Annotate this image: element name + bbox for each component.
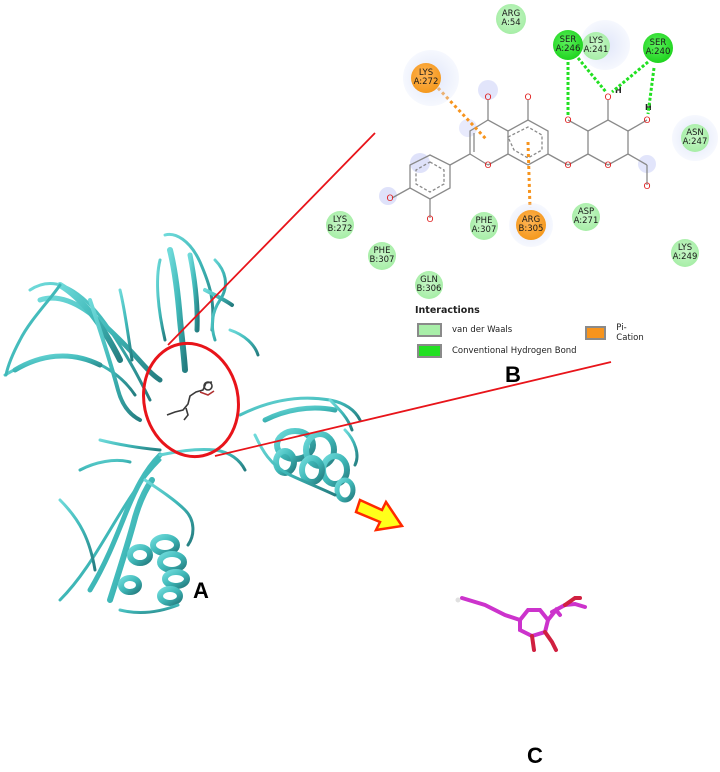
residue-arg-b305: ARG B:305 [516,210,546,240]
oxygen-atom: O [564,116,571,126]
panel-label-a: A [193,578,209,603]
ligand-stick-model-panel-a [166,381,215,421]
hydrogen-atom: H [615,86,622,95]
legend-item-van-der-waals: van der Waals [417,323,512,337]
binding-site-highlight-circle [142,341,240,459]
hydrogen-atom: H [645,103,652,112]
legend-swatch [585,326,607,340]
legend-item-pi-cation: Pi-Cation [585,323,647,343]
residue-ser-a246: SER A:246 [553,30,583,60]
residue-lys-b272: LYS B:272 [326,211,354,239]
residue-asp-a271: ASP A:271 [572,203,600,231]
residue-lys-a249: LYS A:249 [671,239,699,267]
legend-title: Interactions [415,305,480,316]
oxygen-atom: O [386,194,393,204]
interactions-legend: Interactions van der Waals Pi-Cation Con… [415,305,645,358]
legend-item-hydrogen-bond: Conventional Hydrogen Bond [417,344,577,358]
oxygen-atom: O [604,93,611,103]
connector-line-bottom [214,361,612,457]
oxygen-atom: O [484,161,491,171]
oxygen-atom: O [564,161,571,171]
ligand-2d-structure: O O O O O O O O O O O H H [379,57,656,225]
molecular-surface [350,500,720,760]
residue-ser-a240: SER A:240 [643,33,673,63]
connector-line-top [167,132,376,346]
panel-label-b: B [505,362,521,387]
residue-arg-a54: ARG A:54 [496,4,526,34]
residue-gln-b306: GLN B:306 [415,271,443,299]
hydrogen-bond-lines [566,57,656,115]
legend-swatch [417,323,442,337]
protein-ribbon [3,232,362,614]
residue-phe-b307: PHE B:307 [368,242,396,270]
legend-swatch [417,344,442,358]
oxygen-atom: O [643,182,650,192]
residue-lys-a241: LYS A:241 [582,32,610,60]
residue-lys-a272: LYS A:272 [411,63,441,93]
ligand-hydrogen-terminal [455,597,461,603]
residue-phe-a307: PHE A:307 [470,212,498,240]
residue-asn-a247: ASN A:247 [681,124,709,152]
ligand-stick-model-panel-c [460,596,587,652]
panel-label-c: C [527,743,543,768]
oxygen-atom: O [604,161,611,171]
oxygen-atom: O [426,215,433,225]
pi-cation-lines [436,86,532,209]
oxygen-atom: O [524,93,531,103]
oxygen-atom: O [643,116,650,126]
oxygen-atom: O [484,93,491,103]
